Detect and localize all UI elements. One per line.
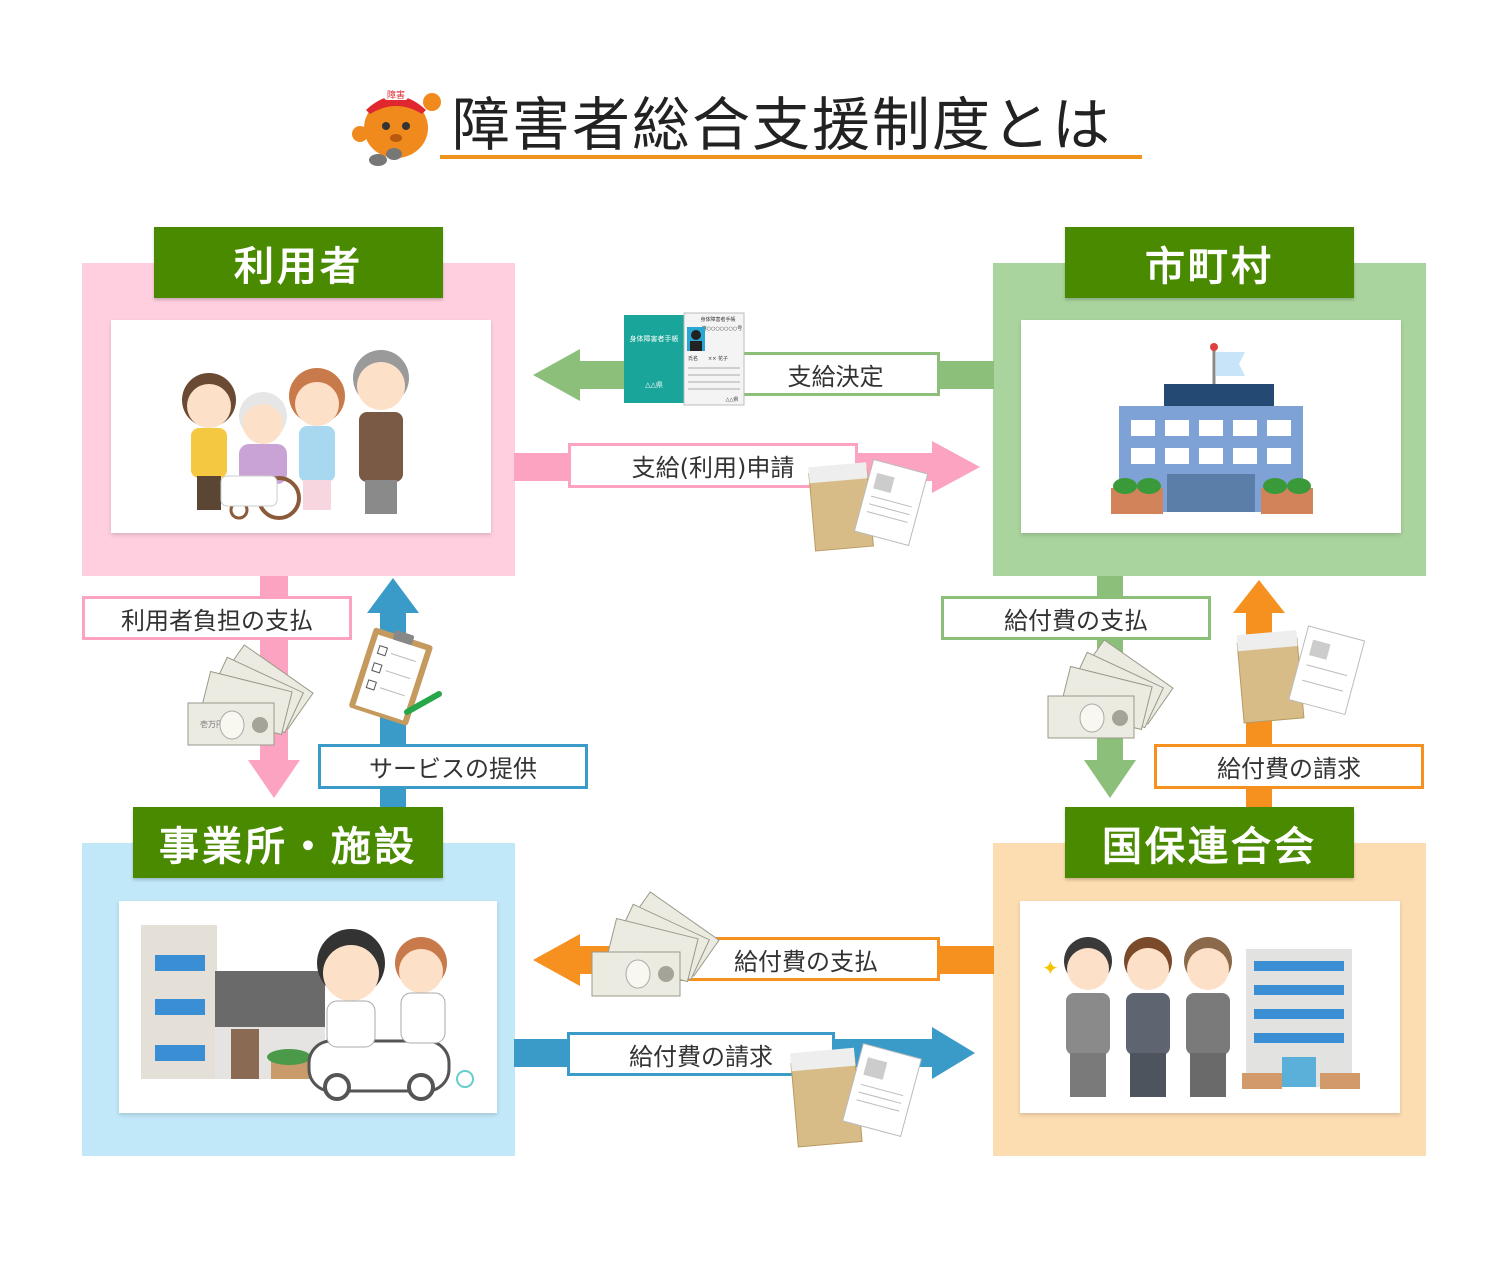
union-illustration-box: ✦	[1020, 901, 1400, 1113]
mascot-icon: 障害	[352, 88, 441, 166]
handbook-page-title: 身体障害者手帳	[700, 316, 735, 323]
checklist-icon	[349, 627, 442, 726]
elderly-in-wheelchair	[220, 392, 301, 520]
man-figure	[353, 350, 409, 514]
handbook-issuer: △△県	[726, 397, 739, 403]
user-illustration-box	[111, 320, 491, 533]
banknote-kanji: 壱万円	[200, 719, 224, 729]
title-underline	[440, 155, 1142, 159]
woman-figure	[182, 373, 236, 510]
user-payment-label: 利用者負担の支払	[82, 596, 352, 640]
svg-text:✦: ✦	[1042, 956, 1059, 980]
service-label: サービスの提供	[318, 744, 588, 789]
union-payment-label: 給付費の支払	[672, 937, 940, 981]
envelope-documents-icon-union	[1236, 625, 1366, 724]
city-illustration-box	[1021, 320, 1401, 533]
envelope-documents-icon-facility	[790, 1042, 922, 1148]
staff-figures: ✦	[1042, 937, 1232, 1097]
facility-illustration-box	[119, 901, 497, 1113]
envelope-documents-icon	[808, 458, 929, 552]
union-header: 国保連合会	[1065, 807, 1354, 878]
handbook-number: 第○○○○○○○号	[702, 325, 743, 332]
disability-handbook-icon: 身体障害者手帳 △△県 身体障害者手帳 第○○○○○○○号 氏名 ×× 花子 △…	[624, 312, 745, 406]
city-payment-label: 給付費の支払	[941, 596, 1211, 640]
banknotes-icon-union	[591, 891, 720, 997]
young-woman-figure	[289, 368, 345, 510]
mascot-badge: 障害	[387, 89, 405, 101]
user-header: 利用者	[154, 227, 443, 298]
page-title: 障害者総合支援制度とは	[452, 91, 1113, 159]
facility-illustration	[141, 925, 474, 1101]
family-illustration	[182, 350, 409, 520]
union-claim-label: 給付費の請求	[1154, 744, 1424, 789]
handbook-name-value: ×× 花子	[708, 355, 728, 362]
handbook-cover-prefecture: △△県	[645, 381, 663, 389]
handbook-name-label: 氏名	[688, 355, 698, 362]
city-hall-illustration	[1111, 343, 1313, 514]
union-illustration: ✦	[1042, 937, 1360, 1097]
banknotes-icon: 壱万円	[187, 644, 314, 746]
decision-label: 支給決定	[731, 352, 940, 396]
handbook-cover-title: 身体障害者手帳	[630, 334, 679, 343]
banknotes-icon-city	[1047, 639, 1174, 739]
city-header: 市町村	[1065, 227, 1354, 298]
facility-header: 事業所・施設	[133, 807, 443, 878]
